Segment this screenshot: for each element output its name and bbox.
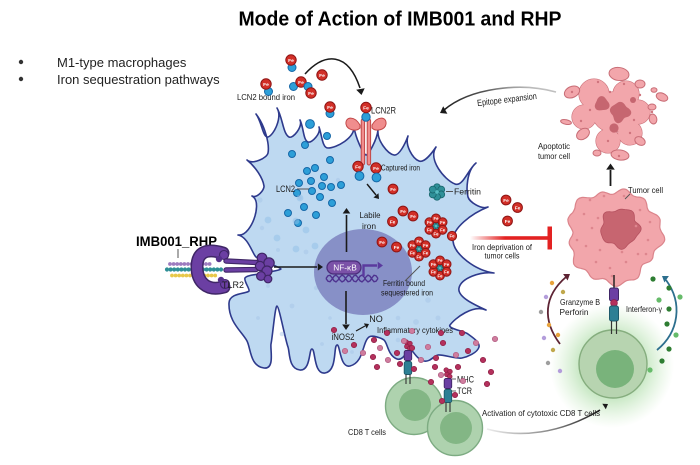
svg-text:Fe: Fe [427,220,433,225]
svg-text:Fe: Fe [438,273,444,278]
svg-text:Iron sequestration pathways: Iron sequestration pathways [57,72,220,87]
svg-text:Labile: Labile [360,210,381,220]
svg-text:MHC: MHC [457,375,474,385]
svg-text:Fe: Fe [390,187,396,192]
svg-text:Fe: Fe [444,262,450,267]
svg-text:sequestered iron: sequestered iron [381,289,433,298]
svg-text:Apoptotic: Apoptotic [538,141,571,151]
svg-text:Mode of Action of IMB001 and R: Mode of Action of IMB001 and RHP [239,8,562,31]
svg-text:M1-type macrophages: M1-type macrophages [57,55,187,70]
svg-text:Ferritin: Ferritin [454,187,481,197]
svg-text:Fe: Fe [363,106,369,112]
svg-text:Fe: Fe [410,251,416,256]
svg-text:CD8 T cells: CD8 T cells [348,427,386,437]
svg-text:Fe: Fe [410,214,416,219]
svg-text:Fe: Fe [327,105,333,111]
svg-text:NO: NO [369,314,383,324]
svg-text:LCN2 bound iron: LCN2 bound iron [237,92,295,102]
svg-text:Fe: Fe [417,254,423,259]
svg-text:Fe: Fe [449,234,455,239]
svg-text:Fe: Fe [308,91,314,97]
svg-text:Fe: Fe [298,80,304,86]
svg-text:NF-κB: NF-κB [333,263,357,273]
svg-text:Captured iron: Captured iron [381,163,420,173]
svg-text:Granzyme B: Granzyme B [560,298,600,307]
svg-text:Fe: Fe [434,231,440,236]
svg-text:Fe: Fe [390,219,396,224]
svg-text:Fe: Fe [400,209,406,214]
svg-text:Activation of cytotoxic CD8 T: Activation of cytotoxic CD8 T cells [482,409,600,418]
svg-text:Fe: Fe [431,270,437,275]
svg-text:iNOS2: iNOS2 [332,332,355,342]
svg-text:Fe: Fe [503,198,509,203]
svg-text:Fe: Fe [355,165,361,171]
svg-text:Fe: Fe [288,58,294,64]
svg-text:Fe: Fe [373,166,379,172]
svg-text:Ferritin bound: Ferritin bound [383,279,425,288]
svg-text:Fe: Fe [410,243,416,248]
svg-text:tumor cells: tumor cells [485,251,520,261]
svg-text:iron: iron [362,221,376,231]
svg-text:Interferon-γ: Interferon-γ [626,305,663,314]
svg-text:TCR: TCR [457,386,472,396]
svg-text:Perforin: Perforin [560,308,589,317]
svg-text:Fe: Fe [394,245,400,250]
svg-text:Fe: Fe [423,243,429,248]
svg-text:Inflammatory cytokines: Inflammatory cytokines [377,325,453,335]
svg-text:Fe: Fe [427,228,433,233]
svg-text:Fe: Fe [431,262,437,267]
svg-text:LCN2: LCN2 [276,184,295,194]
svg-text:Fe: Fe [440,220,446,225]
svg-text:Fe: Fe [440,228,446,233]
svg-text:Fe: Fe [263,82,269,88]
svg-text:Fe: Fe [438,258,444,263]
svg-text:Fe: Fe [379,240,385,245]
svg-text:LCN2R: LCN2R [371,106,396,116]
svg-text:Fe: Fe [515,205,521,210]
svg-text:tumor cell: tumor cell [538,151,570,161]
svg-text:IMB001_RHP: IMB001_RHP [136,234,217,249]
svg-text:Fe: Fe [444,270,450,275]
svg-text:Fe: Fe [505,219,511,224]
svg-text:Fe: Fe [319,73,325,79]
svg-text:Tumor cell: Tumor cell [628,185,663,195]
svg-text:Fe: Fe [434,216,440,221]
svg-text:Iron deprivation of: Iron deprivation of [472,242,533,252]
svg-text:Fe: Fe [417,239,423,244]
svg-text:TLR2: TLR2 [222,280,244,290]
svg-text:Fe: Fe [423,251,429,256]
